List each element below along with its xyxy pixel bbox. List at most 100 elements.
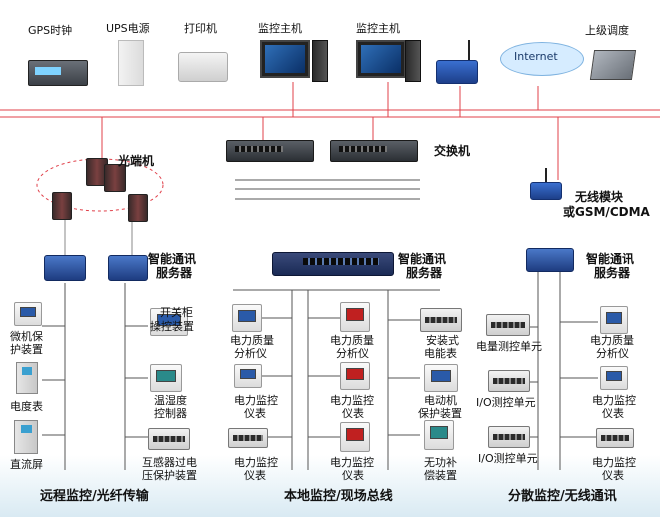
dc-panel-device xyxy=(14,420,38,454)
power-monitor-4-label-2: 仪表 xyxy=(342,469,364,482)
right-server-label-2: 服务器 xyxy=(594,266,631,280)
motor-protection-label-1: 电动机 xyxy=(424,394,457,407)
fiber-terminal-2 xyxy=(104,164,126,192)
section-title-remote: 远程监控/光纤传输 xyxy=(40,489,149,504)
motor-protection-device xyxy=(424,364,458,392)
micro-protection-label-1: 微机保 xyxy=(10,330,43,343)
host1-label: 监控主机 xyxy=(258,22,302,35)
switchgear-label-1: 开关柜 xyxy=(160,306,193,319)
energy-control-unit-device xyxy=(486,314,530,336)
power-monitor-6-label-2: 仪表 xyxy=(602,469,624,482)
pq-analyzer-2-device xyxy=(340,302,370,332)
pq-analyzer-3-label-1: 电力质量 xyxy=(590,334,634,347)
router-antenna-icon xyxy=(468,40,470,62)
power-monitor-4-device xyxy=(340,422,370,452)
wireless-label-1: 无线模块 xyxy=(575,190,624,204)
switchgear-device xyxy=(150,308,188,336)
power-monitor-5-label-2: 仪表 xyxy=(602,407,624,420)
switch-label: 交换机 xyxy=(434,144,471,158)
power-monitor-6-device xyxy=(596,428,634,448)
host1-tower xyxy=(312,40,328,82)
power-monitor-3-label-2: 仪表 xyxy=(342,407,364,420)
temp-humidity-label-1: 温湿度 xyxy=(154,394,187,407)
ct-protection-label-2: 压保护装置 xyxy=(142,469,197,482)
power-monitor-2-label-1: 电力监控 xyxy=(234,456,278,469)
gps-clock-device xyxy=(28,60,88,86)
pq-analyzer-2-label-1: 电力质量 xyxy=(330,334,374,347)
fiber-terminal-4 xyxy=(128,194,148,222)
ups-device xyxy=(118,40,144,86)
power-monitor-2-label-2: 仪表 xyxy=(244,469,266,482)
switch-left-device xyxy=(226,140,314,162)
ct-protection-device xyxy=(148,428,190,450)
wireless-antenna-icon xyxy=(545,168,547,184)
energy-control-unit-label: 电量测控单元 xyxy=(476,340,542,353)
power-monitor-3-label-1: 电力监控 xyxy=(330,394,374,407)
pq-analyzer-3-device xyxy=(600,306,628,334)
power-monitor-5-device xyxy=(600,366,628,390)
power-monitor-4-label-1: 电力监控 xyxy=(330,456,374,469)
energy-meter-device xyxy=(16,362,38,394)
host2-label: 监控主机 xyxy=(356,22,400,35)
pq-analyzer-1-label-1: 电力质量 xyxy=(230,334,274,347)
reactive-compensation-label-1: 无功补 xyxy=(424,456,457,469)
right-comm-server xyxy=(526,248,574,272)
pq-analyzer-1-label-2: 分析仪 xyxy=(234,347,267,360)
power-monitor-6-label-1: 电力监控 xyxy=(592,456,636,469)
power-monitor-5-label-1: 电力监控 xyxy=(592,394,636,407)
center-comm-server xyxy=(272,252,394,276)
temp-humidity-device xyxy=(150,364,182,392)
power-monitor-1-label-1: 电力监控 xyxy=(234,394,278,407)
section-title-local: 本地监控/现场总线 xyxy=(284,489,393,504)
left-comm-server-a xyxy=(44,255,86,281)
gps-clock-label: GPS时钟 xyxy=(28,24,73,37)
micro-protection-label-2: 护装置 xyxy=(10,343,43,356)
right-server-label-1: 智能通讯 xyxy=(586,252,635,266)
wireless-label-2: 或GSM/CDMA xyxy=(563,205,650,219)
upper-dispatch-label: 上级调度 xyxy=(585,24,629,37)
reactive-compensation-label-2: 偿装置 xyxy=(424,469,457,482)
fiber-terminal-3 xyxy=(52,192,72,220)
power-monitor-1-device xyxy=(234,364,262,388)
temp-humidity-label-2: 控制器 xyxy=(154,407,187,420)
switchgear-label-2: 操控装置 xyxy=(150,320,194,333)
power-monitor-1-label-2: 仪表 xyxy=(244,407,266,420)
printer-label: 打印机 xyxy=(184,22,217,35)
host2-monitor xyxy=(356,40,406,78)
wireless-module-device xyxy=(530,182,562,200)
micro-protection-device xyxy=(14,302,42,326)
host1-monitor xyxy=(260,40,310,78)
internet-label: Internet xyxy=(514,50,558,63)
reactive-compensation-device xyxy=(424,420,454,450)
host2-tower xyxy=(405,40,421,82)
switch-right-device xyxy=(330,140,418,162)
ct-protection-label-1: 互感器过电 xyxy=(142,456,197,469)
left-comm-server-b xyxy=(108,255,148,281)
internet-cloud-icon xyxy=(500,42,584,76)
ups-label: UPS电源 xyxy=(106,22,150,35)
pq-analyzer-1-device xyxy=(232,304,262,332)
io-unit-1-label: I/O测控单元 xyxy=(476,396,536,409)
motor-protection-label-2: 保护装置 xyxy=(418,407,462,420)
section-title-distributed: 分散监控/无线通讯 xyxy=(508,489,617,504)
io-unit-2-label: I/O测控单元 xyxy=(478,452,538,465)
io-unit-2-device xyxy=(488,426,530,448)
install-meter-device xyxy=(420,308,462,332)
dc-panel-label: 直流屏 xyxy=(10,458,43,471)
left-server-label-1: 智能通讯 xyxy=(148,252,197,266)
pq-analyzer-2-label-2: 分析仪 xyxy=(336,347,369,360)
io-unit-1-device xyxy=(488,370,530,392)
pq-analyzer-3-label-2: 分析仪 xyxy=(596,347,629,360)
fiber-label: 光端机 xyxy=(118,154,155,168)
upper-dispatch-laptop xyxy=(589,50,637,80)
center-server-label-1: 智能通讯 xyxy=(398,252,447,266)
power-monitor-3-device xyxy=(340,362,370,390)
install-meter-label-2: 电能表 xyxy=(424,347,457,360)
power-monitor-2-device xyxy=(228,428,268,448)
wireless-router-device xyxy=(436,60,478,84)
install-meter-label-1: 安装式 xyxy=(426,334,459,347)
energy-meter-label: 电度表 xyxy=(10,400,43,413)
left-server-label-2: 服务器 xyxy=(156,266,193,280)
